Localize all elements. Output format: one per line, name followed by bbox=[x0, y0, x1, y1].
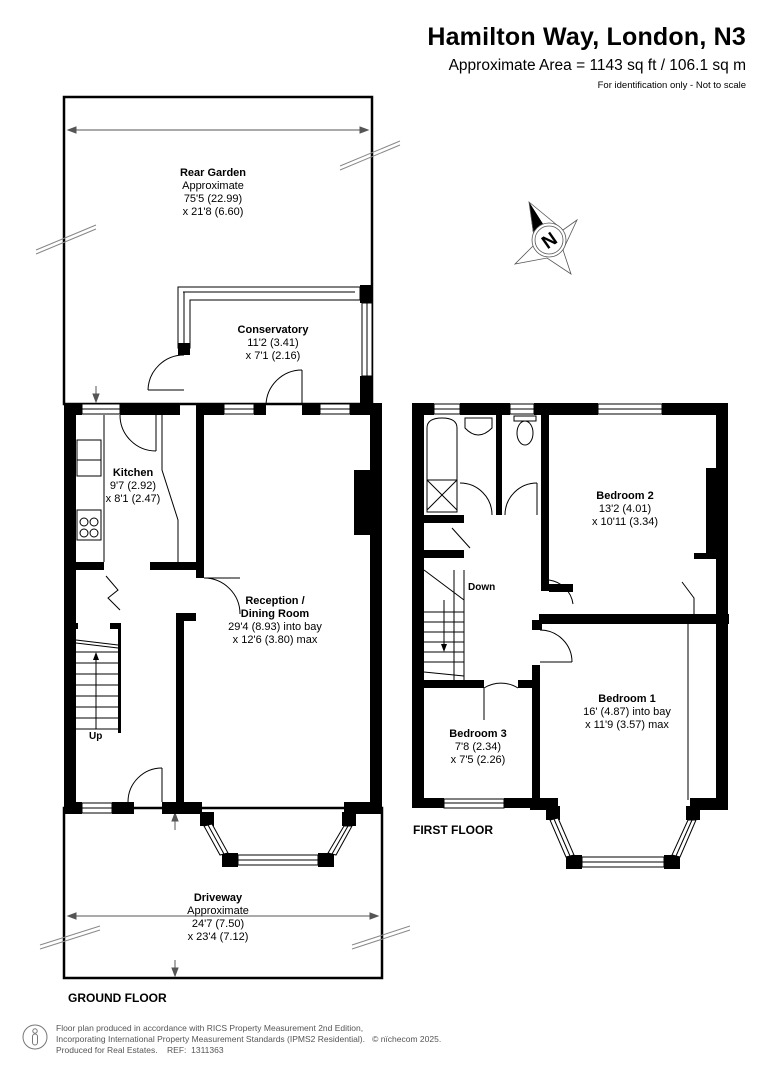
property-title: Hamilton Way, London, N3 bbox=[427, 23, 746, 51]
footer-line-3: Produced for Real Estates. REF: 1311363 bbox=[56, 1045, 224, 1055]
scale-note: For identification only - Not to scale bbox=[597, 80, 746, 91]
plan-header: Hamilton Way, London, N3 Approximate Are… bbox=[427, 22, 746, 93]
room-dimension-width: x 23'4 (7.12) bbox=[187, 931, 249, 943]
footer-line-1: Floor plan produced in accordance with R… bbox=[56, 1023, 364, 1033]
room-dimension-width: x 12'6 (3.80) max bbox=[232, 634, 318, 646]
approximate-area: Approximate Area = 1143 sq ft / 106.1 sq… bbox=[448, 57, 746, 74]
room-label-kitchen: Kitchen 9'7 (2.92) x 8'1 (2.47) bbox=[106, 467, 161, 506]
room-name: Kitchen bbox=[112, 467, 154, 479]
room-dimension-width: x 8'1 (2.47) bbox=[105, 493, 161, 505]
room-dimension-width: x 10'11 (3.34) bbox=[591, 516, 659, 528]
room-dimension-length: 11'2 (3.41) bbox=[247, 337, 299, 349]
ground-bay-window bbox=[200, 812, 356, 867]
first-floor-bay-window bbox=[546, 806, 700, 869]
room-dimension-width: x 7'1 (2.16) bbox=[245, 350, 301, 362]
room-dimension-length: 9'7 (2.92) bbox=[109, 480, 157, 492]
north-compass-icon: N bbox=[513, 201, 579, 275]
conservatory-walls bbox=[147, 285, 373, 406]
stairs-down-label: Down bbox=[468, 582, 496, 593]
room-dimension-length: 24'7 (7.50) bbox=[191, 918, 245, 930]
room-name: Bedroom 2 bbox=[596, 490, 654, 502]
room-label-rear-garden: Rear Garden Approximate 75'5 (22.99) x 2… bbox=[180, 167, 246, 219]
room-dimension-length: 75'5 (22.99) bbox=[183, 193, 243, 205]
room-dimension-length: 13'2 (4.01) bbox=[598, 503, 652, 515]
room-label-bedroom-3: Bedroom 3 7'8 (2.34) x 7'5 (2.26) bbox=[449, 728, 506, 767]
room-name: Driveway bbox=[193, 892, 243, 904]
room-label-reception-dining: Reception / Dining Room 29'4 (8.93) into… bbox=[228, 595, 322, 647]
ground-floor-walls bbox=[64, 403, 382, 814]
room-dimension-length: 7'8 (2.34) bbox=[454, 741, 502, 753]
room-name-line-1: Reception / bbox=[245, 595, 305, 607]
room-label-driveway: Driveway Approximate 24'7 (7.50) x 23'4 … bbox=[187, 892, 249, 944]
room-note: Approximate bbox=[182, 180, 244, 192]
room-name: Conservatory bbox=[237, 324, 309, 336]
footer-line-2: Incorporating International Property Mea… bbox=[56, 1034, 442, 1044]
room-name-line-2: Dining Room bbox=[240, 608, 310, 620]
room-name: Rear Garden bbox=[179, 167, 247, 179]
room-note: Approximate bbox=[187, 905, 249, 917]
person-scale-icon bbox=[22, 1024, 48, 1050]
room-dimension-length: 29'4 (8.93) into bay bbox=[228, 621, 322, 633]
driveway-outline bbox=[62, 806, 384, 980]
room-dimension-length: 16' (4.87) into bay bbox=[583, 706, 671, 718]
rear-garden-outline bbox=[62, 95, 374, 406]
room-dimension-width: x 11'9 (3.57) max bbox=[585, 719, 669, 731]
first-floor-label: FIRST FLOOR bbox=[413, 823, 493, 837]
stairs-up-label: Up bbox=[89, 731, 103, 742]
room-dimension-width: x 21'8 (6.60) bbox=[182, 206, 244, 218]
first-floor-walls bbox=[412, 403, 729, 810]
plan-footer: Floor plan produced in accordance with R… bbox=[22, 1023, 441, 1056]
room-name: Bedroom 3 bbox=[449, 728, 507, 740]
room-label-conservatory: Conservatory 11'2 (3.41) x 7'1 (2.16) bbox=[238, 324, 309, 363]
room-dimension-width: x 7'5 (2.26) bbox=[450, 754, 506, 766]
ground-floor-label: GROUND FLOOR bbox=[68, 991, 167, 1005]
room-label-bedroom-1: Bedroom 1 16' (4.87) into bay x 11'9 (3.… bbox=[583, 693, 671, 732]
room-name: Bedroom 1 bbox=[598, 693, 656, 705]
room-label-bedroom-2: Bedroom 2 13'2 (4.01) x 10'11 (3.34) bbox=[592, 490, 658, 529]
